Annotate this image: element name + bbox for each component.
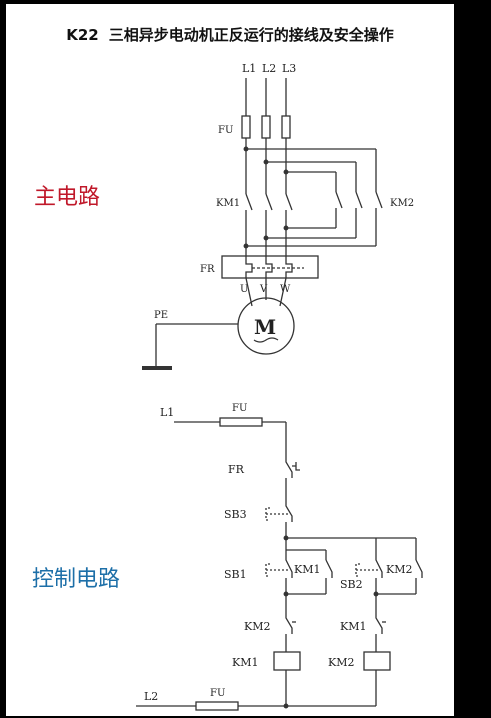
control-km1-coil-label: KM1 xyxy=(232,656,258,669)
km2-contact-3 xyxy=(375,191,383,209)
control-fuse-top xyxy=(219,417,263,427)
phase-label-l3: L3 xyxy=(282,62,296,75)
km1-contact-3 xyxy=(285,193,293,211)
motor-symbol xyxy=(237,297,295,355)
km1-hold-contact xyxy=(325,559,333,578)
relay-heater-1 xyxy=(245,258,253,278)
fuse-l3 xyxy=(281,115,291,139)
km1-contact-2 xyxy=(265,193,273,211)
control-sb1-label: SB1 xyxy=(224,568,247,581)
terminal-u: U xyxy=(240,284,248,295)
control-sb3-label: SB3 xyxy=(224,508,247,521)
km2-coil xyxy=(363,651,391,671)
main-circuit: L1 L2 L3 FU xyxy=(142,62,414,370)
control-circuit-label: 控制电路 xyxy=(32,567,121,592)
fuse-l1 xyxy=(241,115,251,139)
sb2-button xyxy=(375,552,383,578)
fuse-l2 xyxy=(261,115,271,139)
km2-contact-2 xyxy=(355,191,363,209)
km2-interlock-contact xyxy=(285,612,293,634)
control-fuse-top-label: FU xyxy=(232,403,247,414)
thermal-relay-box xyxy=(221,255,319,279)
km2-main-label: KM2 xyxy=(390,198,414,209)
fr-contact xyxy=(285,456,293,478)
control-fuse-bottom xyxy=(195,701,239,711)
page-title: K22 三相异步电动机正反运行的接线及安全操作 xyxy=(6,24,454,45)
km1-main-label: KM1 xyxy=(216,198,240,209)
ground-label: PE xyxy=(154,310,168,321)
km2-contact-1 xyxy=(335,191,343,209)
sb3-button xyxy=(285,500,293,522)
control-km1-hold-label: KM1 xyxy=(294,563,320,576)
fuse-label: FU xyxy=(218,125,233,136)
km1-coil xyxy=(273,651,301,671)
km2-hold-contact xyxy=(415,559,423,578)
relay-label: FR xyxy=(200,264,215,275)
title-text: 三相异步电动机正反运行的接线及安全操作 xyxy=(108,26,394,44)
control-sb2-label: SB2 xyxy=(340,578,363,591)
terminal-w: W xyxy=(280,284,291,295)
phase-label-l1: L1 xyxy=(242,62,256,75)
control-l2-label: L2 xyxy=(144,690,158,703)
circuit-diagram: L1 L2 L3 FU xyxy=(136,62,423,711)
control-circuit: L1 FU FR SB3 SB1 xyxy=(136,403,423,711)
sb1-button xyxy=(285,552,293,578)
control-km2-interlock-label: KM2 xyxy=(244,620,270,633)
phase-label-l2: L2 xyxy=(262,62,276,75)
control-fuse-bottom-label: FU xyxy=(210,688,225,699)
diagram-page: K22 三相异步电动机正反运行的接线及安全操作 主电路 控制电路 L1 L2 L3… xyxy=(6,4,454,716)
control-fr-label: FR xyxy=(228,463,245,476)
control-l1-label: L1 xyxy=(160,406,174,419)
km1-interlock-contact xyxy=(375,612,383,634)
control-km1-interlock-label: KM1 xyxy=(340,620,366,633)
motor-label: M xyxy=(254,315,276,339)
km1-contact-1 xyxy=(245,193,253,211)
terminal-v: V xyxy=(259,284,268,295)
control-km2-coil-label: KM2 xyxy=(328,656,354,669)
main-circuit-label: 主电路 xyxy=(34,185,101,210)
control-km2-hold-label: KM2 xyxy=(386,563,412,576)
title-code: K22 xyxy=(66,26,99,44)
